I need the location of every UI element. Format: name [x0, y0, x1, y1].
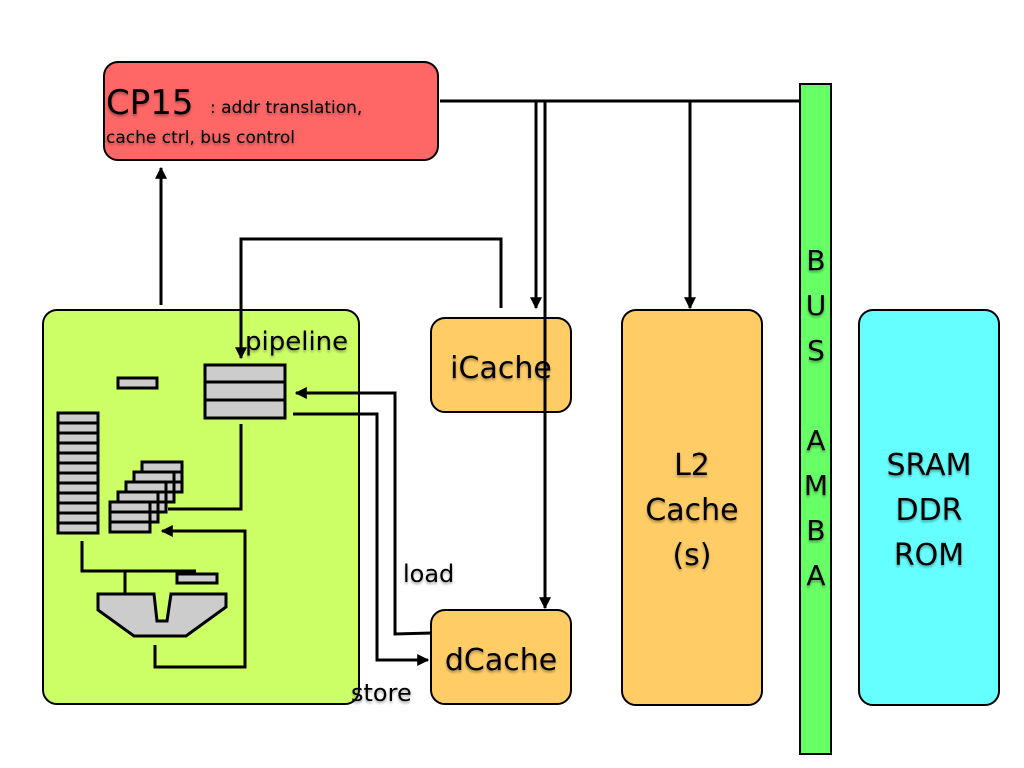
cp15-box [103, 61, 439, 161]
cp15-desc-line2: cache ctrl, bus control [106, 128, 295, 148]
alu-feedback-arrow [153, 525, 247, 669]
pipeline-stage [203, 363, 287, 384]
dcache-label: dCache [445, 643, 557, 678]
small-register [116, 376, 159, 390]
bus-letter: B [806, 514, 825, 547]
icache-to-pipeline-arrow [235, 237, 503, 360]
pipeline-stage [203, 398, 287, 420]
bus-bar [799, 83, 832, 755]
load-label: load [403, 560, 454, 588]
bus-letter: M [804, 469, 828, 502]
alu-shape [96, 592, 228, 638]
bus-letter: A [806, 424, 825, 457]
store-label: store [351, 679, 412, 707]
memory-block: SRAM DDR ROM [858, 309, 1000, 706]
cp15-block: CP15 : addr translation, cache ctrl, bus… [103, 61, 439, 161]
register-banks [108, 460, 184, 534]
register-file [56, 411, 100, 535]
memory-sram: SRAM [886, 448, 971, 483]
icache-label: iCache [450, 351, 552, 386]
icache-block: iCache [430, 317, 572, 413]
dcache-block: dCache [430, 609, 572, 705]
store-arrow [293, 412, 430, 666]
bus-letter: S [807, 334, 825, 367]
pipeline-stage [203, 380, 287, 402]
cp15-title: CP15 [106, 83, 194, 123]
bus-letter: U [806, 289, 827, 322]
cp15-desc-line1: : addr translation, [210, 98, 362, 118]
pipeline-label: pipeline [245, 327, 348, 357]
bus-letter: A [806, 559, 825, 592]
l2-line3: (s) [672, 538, 711, 573]
regfile-to-alu-line [80, 541, 196, 573]
l2-cache-box [621, 309, 763, 706]
load-arrow [294, 387, 433, 636]
memory-box [858, 309, 1000, 706]
dcache-box [430, 609, 572, 705]
l2-line1: L2 [674, 448, 710, 483]
cpu-core-block: pipeline [42, 309, 360, 705]
pipeline-registers [203, 363, 287, 420]
register-bank-cell [108, 520, 152, 534]
pipeline-to-banks-line [168, 424, 243, 511]
icache-box [430, 317, 572, 413]
register-file-cell [56, 521, 100, 535]
memory-ddr: DDR [895, 493, 962, 528]
immediate-register [175, 572, 219, 585]
bus-letter: B [806, 244, 825, 277]
l2-cache-block: L2 Cache (s) [621, 309, 763, 706]
l2-line2: Cache [645, 493, 738, 528]
memory-rom: ROM [894, 538, 964, 573]
